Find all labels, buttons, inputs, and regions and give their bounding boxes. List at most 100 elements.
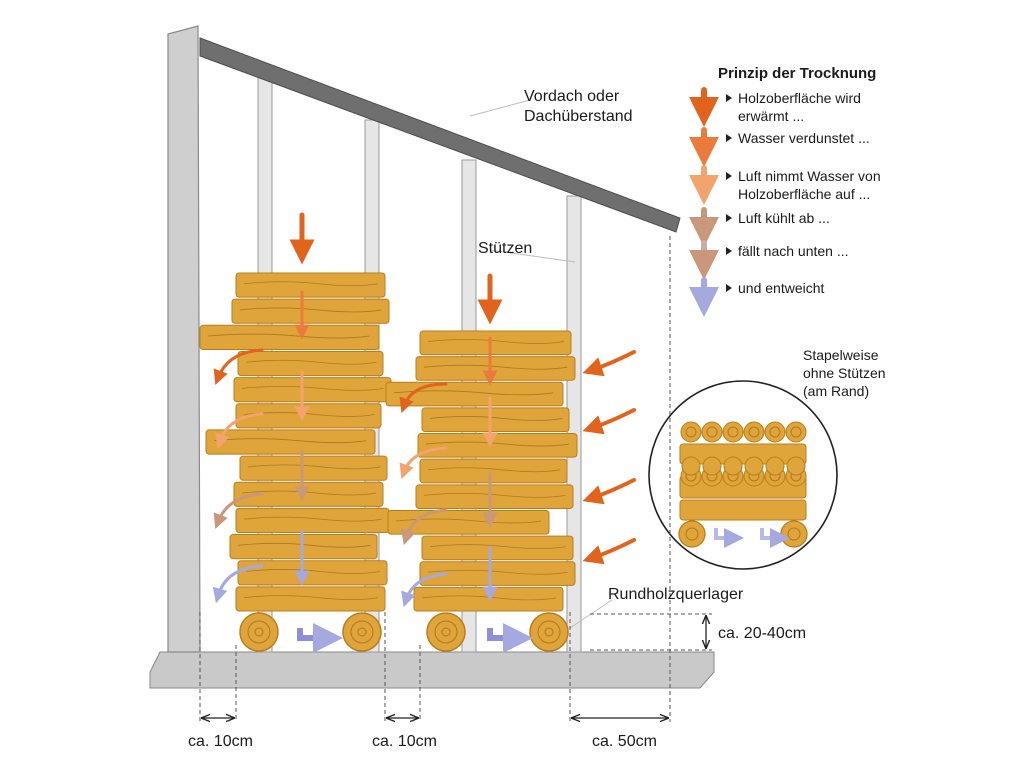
round-log [342,612,382,652]
airflow-arrows [212,87,774,653]
log-grain [243,516,382,522]
airflow-arrow [401,508,448,546]
detail-ring [790,426,802,438]
legend-bullet [726,134,732,142]
detail-circle [648,380,838,570]
detail-ring [769,426,781,438]
detail-round [743,421,765,443]
log [419,561,576,586]
round-log [239,612,279,652]
round-log-ring [537,620,561,644]
detail-round [744,456,764,476]
airflow-arrow [582,478,636,505]
legend-item-text: Luft kühlt ab ... [738,210,830,226]
legend-bullet [726,214,732,222]
airflow-arrow [401,572,448,608]
log [237,560,388,586]
round-log-ring [350,620,374,644]
log-grain [425,441,570,447]
height-label: ca. 20-40cm [718,625,806,642]
log-grain [423,364,568,370]
airflow-arrow [212,564,264,604]
detail-round [701,421,723,443]
log-grain [427,569,568,575]
legend-bullet [726,94,732,102]
detail-round [786,456,806,476]
log [237,350,384,377]
log-grain [393,390,554,396]
legend-item-text: erwärmt ... [738,108,804,124]
log-grain [243,595,379,601]
airflow-arrow [399,382,448,414]
log [387,509,550,535]
detail-bearer-ring [685,527,699,541]
detail-exit-arrow [714,528,744,548]
log [419,458,568,484]
round-wood-label: Rundholzquerlager [608,586,744,603]
round-log [529,612,569,652]
log [231,298,390,324]
supports-label-leader [489,249,576,263]
round-log-core [254,627,264,637]
supports-label: Stützen [478,240,532,257]
detail-round [681,456,701,476]
log-grain [427,467,561,473]
round-log-core [357,627,367,637]
detail-ring [706,426,718,438]
log [235,272,386,298]
log [385,381,564,407]
round-log-ring [247,620,271,644]
log [417,433,578,458]
airflow-arrow [215,412,264,450]
stack-no-supports-line1: Stapelweise [803,347,879,363]
log-grain [237,542,371,548]
log-grain [245,359,377,365]
detail-round [723,456,743,476]
legend-item-text: Luft nimmt Wasser von [738,168,881,184]
log-grain [241,386,384,391]
round-wood-bearers [239,612,569,652]
log-grain [243,412,375,417]
roof-label-line2: Dachüberstand [524,108,633,125]
stack-no-supports-line2: ohne Stützen [803,365,886,381]
log-grain [243,281,379,287]
airflow-arrow [213,492,264,529]
detail-round [702,456,722,476]
log [415,356,576,381]
log [419,330,572,356]
log-grain [247,464,381,470]
log [421,407,570,433]
woodpile-right [385,330,578,612]
exit-arrow [297,623,343,653]
legend-item-text: Wasser verdunstet ... [738,130,870,146]
drying-principle-legend: Prinzip der Trocknung Holzoberfläche wir… [718,65,881,296]
log [205,429,376,455]
detail-round [764,421,786,443]
log [415,484,574,509]
gap-label-3: ca. 50cm [592,733,657,750]
log-grain [429,416,563,421]
detail-exit-arrow [760,528,790,548]
detail-round [765,456,785,476]
airflow-arrow [582,350,636,377]
detail-ring [685,426,697,438]
exit-arrow [487,623,533,653]
airflow-arrow [399,446,448,480]
roof-label-line1: Vordach oder [524,88,620,105]
legend-bullet [726,247,732,255]
round-log-ring [434,620,458,644]
gap-label-1: ca. 10cm [188,733,253,750]
legend-item-text: Holzoberfläche wird [738,90,861,106]
legend-item-text: fällt nach unten ... [738,243,849,259]
ground-slab [149,651,715,689]
stack-no-supports-line3: (am Rand) [803,383,869,399]
detail-round [722,421,744,443]
airflow-arrow [582,538,636,565]
legend-item-text: Holzoberfläche auf ... [738,186,870,202]
round-log [426,612,466,652]
log-grain [241,490,377,496]
detail-round [785,421,807,443]
log [235,507,390,534]
log [421,535,574,561]
